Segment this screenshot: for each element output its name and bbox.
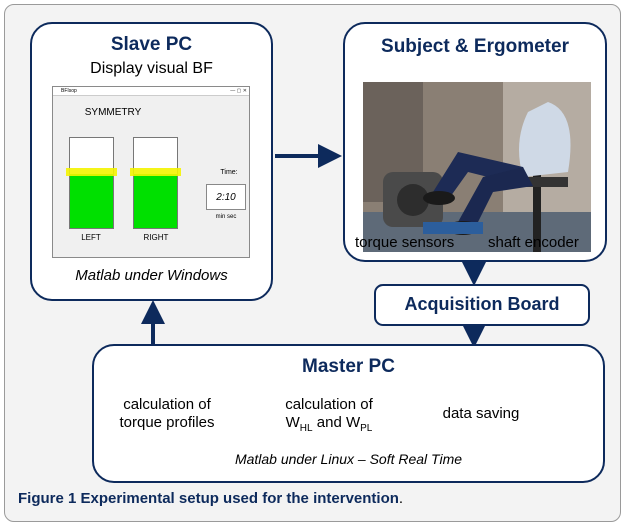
feedback-screen: BFIsop — ▢ ✕ SYMMETRY LEFT RIGHT Time: 2… — [52, 86, 250, 258]
step1-line1: calculation of — [123, 396, 211, 413]
master-pc-title: Master PC — [302, 356, 395, 377]
acquisition-board: Acquisition Board — [374, 284, 590, 326]
subject-illustration — [363, 82, 591, 252]
slave-os: Matlab under Windows — [75, 267, 228, 284]
time-value: 2:10 — [206, 184, 246, 210]
and-w-text: and W — [312, 414, 361, 431]
slave-pc-box: Slave PC Display visual BF BFIsop — ▢ ✕ … — [30, 22, 273, 301]
left-bar-fill — [70, 174, 113, 228]
step1-line2: torque profiles — [119, 414, 215, 431]
step-work-calculation: calculation of WHL and WPL — [264, 396, 394, 438]
screen-window-title: BFIsop — [61, 88, 77, 94]
torque-sensors-label: torque sensors — [355, 234, 455, 251]
subject-title: Subject & Ergometer — [381, 36, 569, 57]
caption-bold: Figure 1 Experimental setup used for the… — [18, 490, 399, 507]
shaft-encoder-label: shaft encoder — [488, 234, 579, 251]
screen-titlebar: BFIsop — ▢ ✕ — [53, 87, 249, 96]
slave-pc-title: Slave PC — [110, 34, 193, 55]
step-data-saving: data saving — [442, 405, 520, 422]
slave-pc-subtitle: Display visual BF — [90, 60, 213, 77]
master-os: Matlab under Linux – Soft Real Time — [234, 451, 463, 467]
right-bar-label: RIGHT — [143, 233, 169, 242]
right-bar — [130, 137, 181, 229]
left-bar — [66, 137, 117, 229]
time-label: Time: — [220, 169, 238, 176]
symmetry-heading: SYMMETRY — [84, 107, 142, 118]
caption-tail: . — [398, 490, 404, 507]
w-symbol: W — [285, 414, 300, 431]
left-bar-label: LEFT — [81, 233, 101, 242]
time-unit: min sec — [215, 214, 237, 220]
right-bar-fill — [134, 174, 177, 228]
subject-photo — [363, 82, 591, 252]
right-bar-marker — [130, 167, 181, 176]
step2-line1: calculation of — [285, 396, 373, 413]
pl-subscript: PL — [360, 423, 373, 434]
subject-box: Subject & Ergometer torque sensors shaft… — [343, 22, 607, 262]
step2-line2: WHL and WPL — [264, 414, 394, 438]
figure-caption: Figure 1 Experimental setup used for the… — [18, 490, 403, 507]
master-pc-box: Master PC calculation of torque profiles… — [92, 344, 605, 483]
step-torque-profiles: calculation of torque profiles — [102, 396, 232, 432]
left-bar-marker — [66, 167, 117, 176]
hl-subscript: HL — [299, 423, 313, 434]
screen-window-buttons: — ▢ ✕ — [230, 88, 247, 94]
